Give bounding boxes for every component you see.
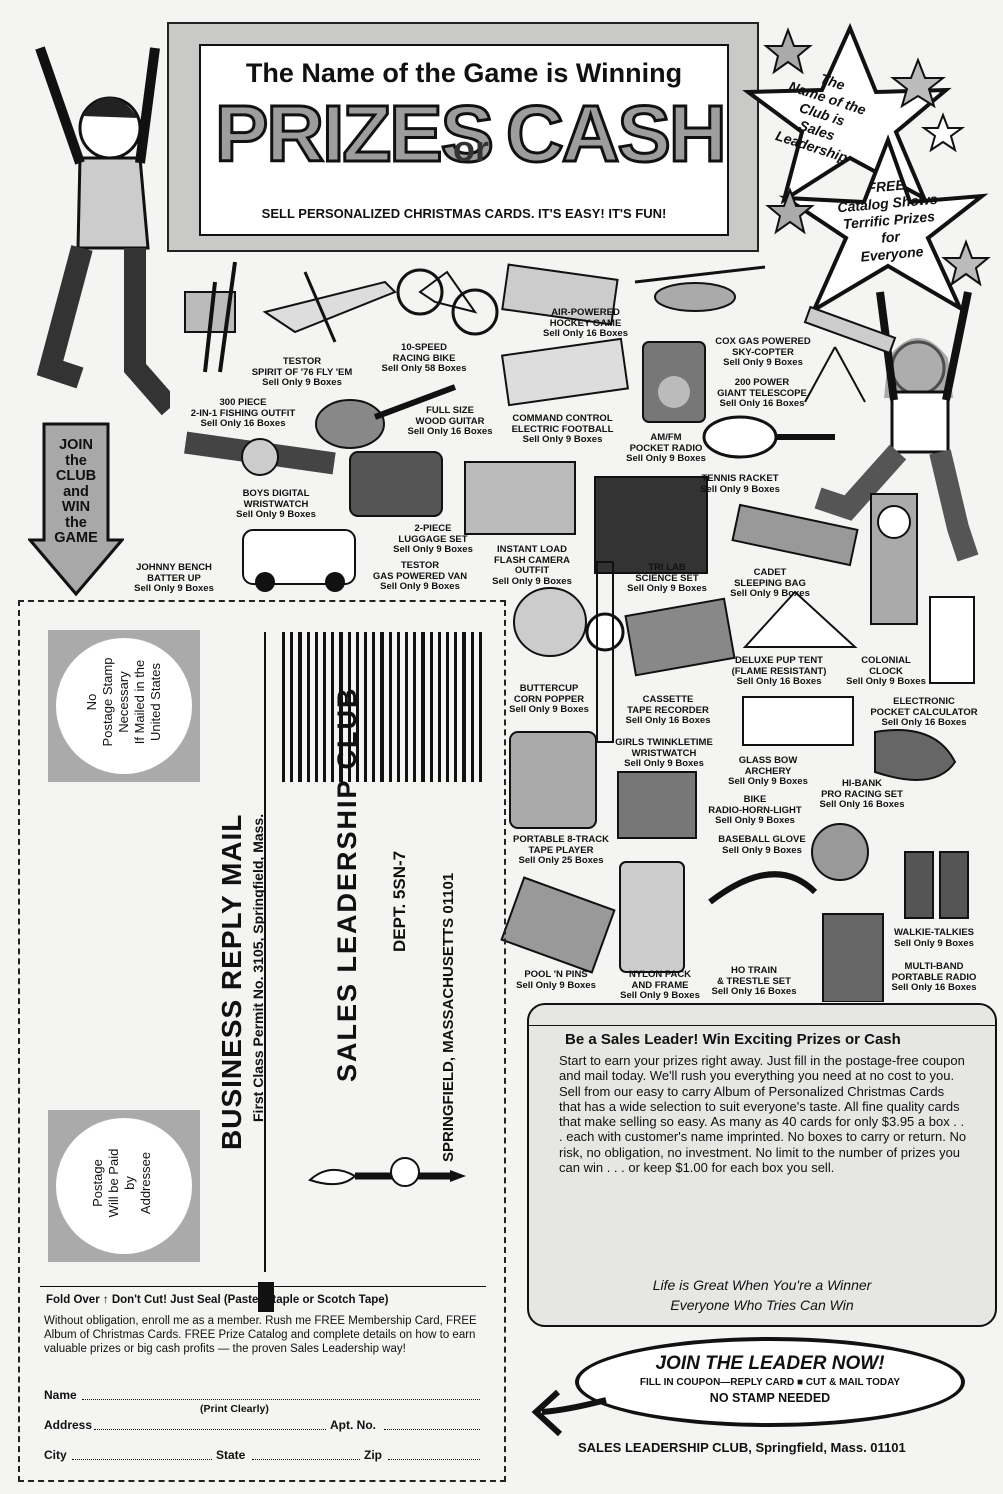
torch-icon bbox=[308, 1157, 466, 1187]
city-address-text: SPRINGFIELD, MASSACHUSETTS 01101 bbox=[440, 872, 457, 1162]
apt-label: Apt. No. bbox=[330, 1418, 376, 1432]
apt-field[interactable] bbox=[384, 1419, 480, 1430]
join-leader-title: JOIN THE LEADER NOW! bbox=[655, 1353, 885, 1374]
enroll-text: Without obligation, enroll me as a membe… bbox=[44, 1315, 477, 1355]
headline-banner: The Name of the Game is Winning PRIZES o… bbox=[167, 22, 759, 252]
fim-bars bbox=[282, 632, 483, 782]
left-arrow-icon bbox=[531, 1389, 607, 1437]
state-label: State bbox=[216, 1448, 246, 1462]
address-field[interactable] bbox=[94, 1419, 326, 1430]
city-field[interactable] bbox=[72, 1449, 212, 1460]
fold-line bbox=[40, 1286, 486, 1287]
business-reply-title: BUSINESS REPLY MAIL bbox=[216, 813, 247, 1150]
stars-decoration bbox=[742, 22, 991, 315]
sales-leader-body: Start to earn your prizes right away. Ju… bbox=[559, 1053, 967, 1176]
footer-address: SALES LEADERSHIP CLUB, Springfield, Mass… bbox=[578, 1440, 906, 1455]
fold-instructions: Fold Over ↑ Don't Cut! Just Seal (Paste,… bbox=[46, 1294, 389, 1306]
banner-subline: SELL PERSONALIZED CHRISTMAS CARDS. IT'S … bbox=[261, 206, 667, 221]
lead-divider bbox=[529, 1025, 995, 1027]
name-label: Name bbox=[44, 1388, 77, 1402]
join-arrow bbox=[28, 422, 124, 597]
join-leader-oval[interactable]: JOIN THE LEADER NOW! FILL IN COUPON—REPL… bbox=[575, 1337, 965, 1427]
prize-illustrations bbox=[184, 261, 975, 1002]
cash-word: CASH bbox=[505, 89, 729, 178]
up-arrow-icon: ↑ bbox=[102, 1294, 109, 1306]
club-address-name: SALES LEADERSHIP CLUB bbox=[332, 686, 362, 1082]
banner-headline: The Name of the Game is Winning bbox=[245, 58, 683, 88]
prizes-word: PRIZES bbox=[214, 89, 496, 178]
dept-text: DEPT. 5SN-7 bbox=[390, 850, 409, 952]
sales-leader-title: Be a Sales Leader! Win Exciting Prizes o… bbox=[565, 1031, 901, 1048]
slogan-winner: Life is Great When You're a Winner bbox=[652, 1277, 872, 1293]
prize-pup-tent: DELUXE PUP TENT (FLAME RESISTANT)Sell On… bbox=[731, 655, 827, 687]
girl-illustration bbox=[814, 291, 979, 562]
boy-illustration bbox=[35, 46, 170, 416]
star-shape-catalog bbox=[778, 134, 989, 315]
banner-panel: The Name of the Game is Winning PRIZES o… bbox=[199, 44, 729, 236]
sales-leader-box: Be a Sales Leader! Win Exciting Prizes o… bbox=[527, 1003, 997, 1327]
zip-label: Zip bbox=[364, 1448, 382, 1462]
brm-rule-cap bbox=[258, 1282, 274, 1312]
zip-field[interactable] bbox=[388, 1449, 480, 1460]
fill-coupon-text: FILL IN COUPON—REPLY CARD ■ CUT & MAIL T… bbox=[639, 1377, 901, 1388]
address-label: Address bbox=[44, 1418, 93, 1432]
or-word: or bbox=[453, 128, 489, 169]
print-clearly-note: (Print Clearly) bbox=[200, 1403, 269, 1415]
state-field[interactable] bbox=[252, 1449, 360, 1460]
brm-rule bbox=[264, 632, 266, 1272]
city-label: City bbox=[44, 1448, 67, 1462]
no-stamp-text: NO STAMP NEEDED bbox=[709, 1391, 831, 1405]
slogan-everyone: Everyone Who Tries Can Win bbox=[670, 1297, 854, 1313]
name-field[interactable] bbox=[82, 1389, 480, 1400]
